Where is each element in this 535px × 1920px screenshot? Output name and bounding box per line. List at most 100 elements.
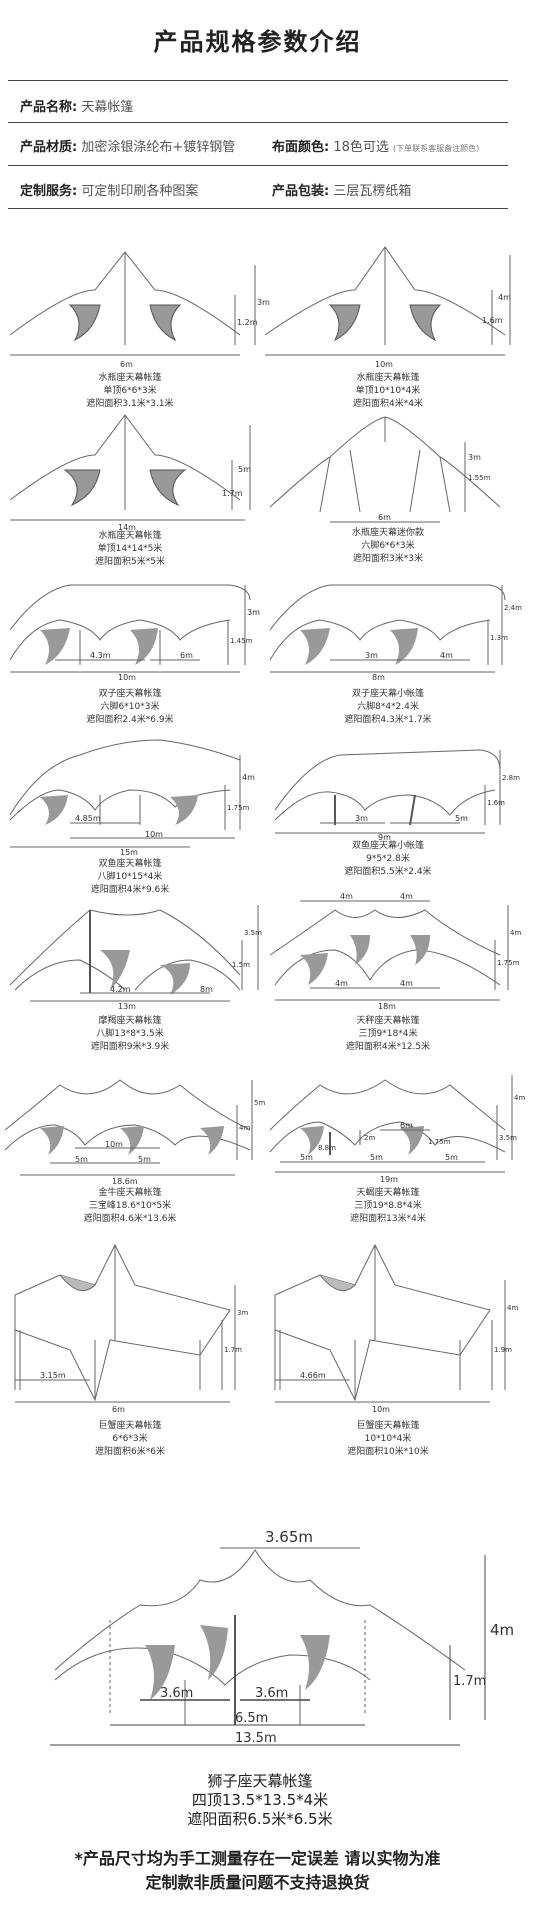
tent-spec: 单顶6*6*3米 [103,386,157,396]
tent-caption-10: 天秤座天幕帐篷三顶9*18*4米遮阳面积4米*12.5米 [318,1015,458,1054]
dim-d1: 3m [355,814,368,823]
tent-diagram-3: 14m 5m 1.7m [9,414,251,532]
dim-d2: 6m [180,651,193,660]
dim-d1: 3m [365,651,378,660]
dim-width: 15m [120,848,138,857]
dim-width: 19m [380,1175,398,1184]
tent-diagram-5: 10m 3m 1.45m 4.3m 6m [9,584,260,682]
spec-name-value: 天幕帐篷 [81,100,134,115]
spec-name-label: 产品名称: [20,100,78,115]
dim-height: 4m [514,1094,525,1102]
dim-d3: 4m [335,979,348,988]
lion-name: 狮子座天幕帐篷 [207,1772,313,1790]
dim-height: 3m [257,298,270,307]
spec-material-label: 产品材质: [20,140,78,155]
tent-diagram-1: 6m 3m 1.2m [9,251,270,369]
tent-name: 摩羯座天幕帐篷 [98,1016,162,1026]
tent-shade: 遮阳面积5米*5米 [95,557,165,567]
dim-width: 9m [378,833,391,842]
tent-shade: 遮阳面积2.4米*6.9米 [86,715,174,725]
dim-width2: 10m [105,1140,123,1149]
tent-spec: 单顶14*14*5米 [97,544,163,554]
tent-name: 双子座天幕帐篷 [98,689,162,699]
tent-caption-1: 水瓶座天幕帐篷单顶6*6*3米遮阳面积3.1米*3.1米 [60,372,200,411]
page-title: 产品规格参数介绍 [153,28,362,56]
tent-spec: 三宝峰18.6*10*5米 [88,1201,172,1211]
lion-tent-diagram: 3.65m 3.6m 3.6m 6.5m 13.5m 4m 1.7m [50,1528,514,1746]
dim-height2: 1.75m [497,959,520,967]
dim-height: 3.5m [244,929,262,937]
tent-name: 水瓶座天幕帐篷 [98,373,162,383]
spec-color-label: 布面颜色: [272,140,330,155]
dim-height2: 1.5m [232,961,250,969]
dim-d1: 5m [300,1153,313,1162]
spec-pack-row: 产品包装: 三层瓦楞纸箱 [272,180,512,199]
tent-spec: 10*10*4米 [364,1434,412,1444]
footer-note-2: 定制款非质量问题不支持退换货 [145,1873,370,1892]
dim-height2: 4m [239,1124,250,1132]
tent-diagram-9: 4.2m 8m 13m 3.5m 1.5m [9,905,262,1011]
dim-width: 10m [118,673,136,682]
spec-pack-label: 产品包装: [272,184,330,199]
dim-width: 10m [372,1405,390,1414]
tent-name: 水瓶座天幕迷你款 [351,528,424,538]
dim-width2: 6.5m [235,1711,268,1726]
divider [8,80,508,81]
dim-d1: 3.6m [160,1686,193,1701]
tent-shade: 遮阳面积4米*4米 [353,399,423,409]
dim-height: 3m [237,1309,248,1317]
dim-width2: 6m [400,1121,413,1130]
tent-name: 巨蟹座天幕帐篷 [356,1421,420,1431]
tent-spec: 三顶19*8.8*4米 [354,1201,422,1211]
tent-shade: 遮阳面积3.1米*3.1米 [86,399,174,409]
tent-shade: 遮阳面积9米*3.9米 [90,1042,170,1052]
tent-name: 金牛座天幕帐篷 [98,1188,162,1198]
dim-d2: 5m [455,814,468,823]
tent-spec: 三顶9*18*4米 [358,1029,418,1039]
spec-pack-value: 三层瓦楞纸箱 [333,184,412,199]
dim-height2: 1.7m [224,1346,242,1354]
tent-caption-2: 水瓶座天幕帐篷单顶10*10*4米遮阳面积4米*4米 [318,372,458,411]
dim-height2: 1.2m [237,318,258,327]
divider [8,208,508,209]
dim-d2: 8m [200,985,213,994]
divider [8,122,508,123]
tent-spec: 六脚6*6*3米 [361,541,415,551]
spec-custom-label: 定制服务: [20,184,78,199]
lion-caption: 狮子座天幕帐篷四顶13.5*13.5*4米遮阳面积6.5米*6.5米 [150,1772,370,1829]
dim-height2: 1.55m [468,474,491,482]
tent-spec: 六脚8*4*2.4米 [357,702,419,712]
dim-d1: 5m [75,1155,88,1164]
dim-width: 8m [372,673,385,682]
dim-width2: 10m [145,830,163,839]
tent-shade: 遮阳面积4米*9.6米 [90,885,170,895]
tent-diagram-11: 10m 5m 5m 18.6m 5m 4m [4,1079,265,1186]
tent-diagram-4: 6m 3m 1.55m [269,416,501,523]
dim-height2: 1.7m [222,489,243,498]
dim-height2: 1.6m [482,316,503,325]
dim-height2: 1.9m [494,1346,512,1354]
dim-top: 3.65m [265,1528,313,1546]
dim-width: 6m [112,1405,125,1414]
dim-d2: 5m [138,1155,151,1164]
tent-name: 巨蟹座天幕帐篷 [98,1421,162,1431]
dim-width: 18m [378,1002,396,1011]
tent-caption-14: 巨蟹座天幕帐篷 10*10*4米遮阳面积10米*10米 [318,1420,458,1459]
tent-shade: 遮阳面积4.3米*1.7米 [344,715,432,725]
tent-shade: 遮阳面积4米*12.5米 [345,1042,431,1052]
dim-d1: 4m [340,892,353,901]
dim-height: 4m [490,1621,514,1639]
tent-name: 双鱼座天幕小帐篷 [351,841,424,851]
dim-height: 3m [468,453,481,462]
dim-height: 2.8m [502,774,520,782]
tent-diagram-6: 8m 2.4m 1.3m 3m 4m [269,584,522,682]
tent-shade: 遮阳面积5.5米*2.4米 [344,867,432,877]
spec-custom-value: 可定制印刷各种图案 [81,184,199,199]
dim-width: 13m [118,1002,136,1011]
dim-height2: 1.75m [227,804,250,812]
spec-color-note: (下单联系客服备注颜色) [393,144,480,153]
dim-height: 4m [507,1304,518,1312]
dim-height: 5m [238,465,251,474]
tent-shade: 遮阳面积10米*10米 [347,1447,429,1457]
